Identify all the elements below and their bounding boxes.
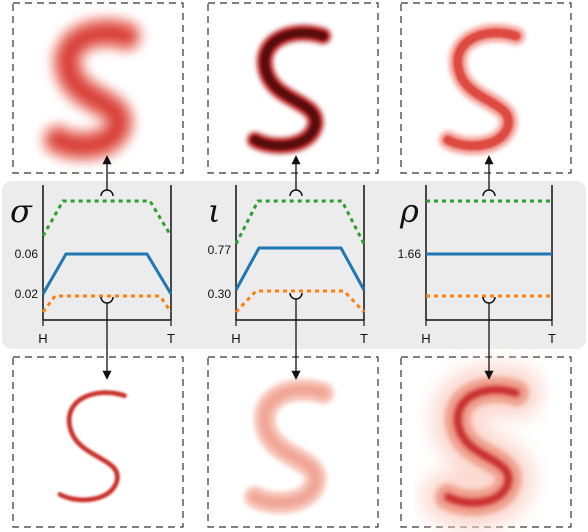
- y-tick-lower: 0.30: [208, 287, 232, 301]
- upper-curve: [41, 199, 173, 237]
- plot-iota: ι 0.77 0.30 H T: [208, 185, 368, 346]
- x-end-label: T: [167, 331, 175, 346]
- lower-curve: [41, 294, 173, 313]
- bottom-preview-3: [400, 356, 572, 527]
- lower-curve: [234, 289, 366, 314]
- top-preview-1: [12, 2, 184, 174]
- top-preview-3: [400, 2, 572, 174]
- bottom-preview-2: [207, 356, 379, 528]
- middle-curve: [234, 246, 366, 291]
- symbol-iota: ι: [208, 192, 221, 230]
- x-start-label: H: [231, 331, 240, 346]
- bottom-connectors: [100, 292, 496, 380]
- y-tick-upper: 0.77: [208, 243, 232, 257]
- y-tick-upper: 1.66: [398, 247, 422, 261]
- top-preview-2: [207, 2, 379, 174]
- y-tick-lower: 0.02: [15, 287, 39, 301]
- x-end-label: T: [360, 331, 368, 346]
- plot-rho: ρ 1.66 H T: [398, 185, 556, 346]
- y-tick-upper: 0.06: [15, 247, 39, 261]
- plot-sigma: σ 0.06 0.02 H T: [10, 185, 175, 346]
- plot-band: [2, 181, 586, 349]
- bottom-preview-1: [12, 356, 184, 528]
- middle-curve: [41, 252, 173, 295]
- x-start-label: H: [421, 331, 430, 346]
- x-start-label: H: [38, 331, 47, 346]
- top-connectors: [100, 155, 496, 197]
- symbol-sigma: σ: [10, 192, 33, 230]
- upper-curve: [234, 199, 366, 245]
- symbol-rho: ρ: [399, 192, 419, 230]
- x-end-label: T: [548, 331, 556, 346]
